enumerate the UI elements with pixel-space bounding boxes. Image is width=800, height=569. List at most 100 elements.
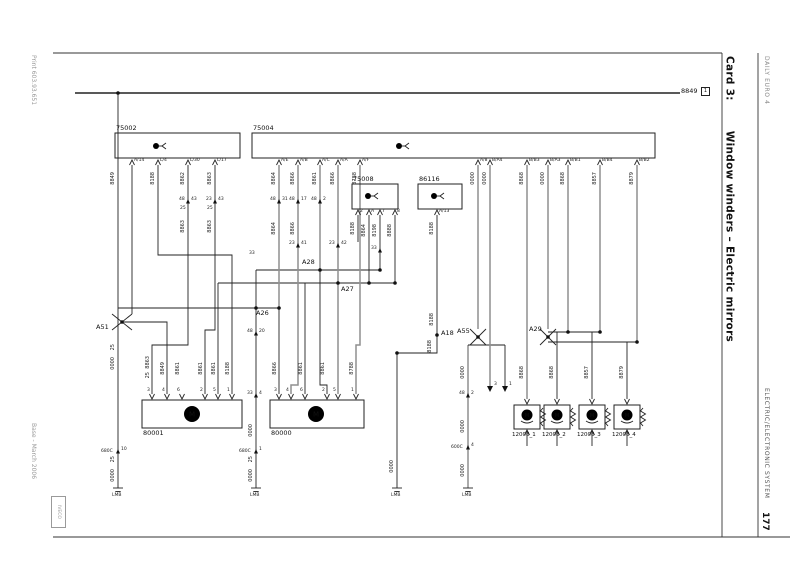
wire-label: 0000 — [482, 172, 488, 185]
wire-label: 0000 — [389, 460, 395, 473]
wire-label: 8188 — [429, 313, 435, 326]
wire-label: 8788 — [349, 362, 355, 375]
splice-marker — [378, 248, 382, 253]
splice-marker — [254, 393, 258, 398]
pin-label: 1 — [509, 382, 512, 387]
pin-chevron-icon — [624, 428, 630, 436]
print-reference: Print 603.93.651 — [30, 55, 37, 106]
splice-marker — [186, 199, 190, 204]
pin-label: B/B2 — [639, 158, 650, 163]
wire-label: 8868 — [549, 366, 555, 379]
component-box-75002 — [114, 132, 241, 159]
wire-label: 8863 — [145, 356, 151, 369]
wire-label: 25 — [248, 456, 254, 463]
pin-label: B/B4 — [602, 158, 613, 163]
pin-label: A/8 — [480, 158, 488, 163]
base-reference: Base - March 2006 — [30, 423, 37, 480]
mirror-motor-icon-letter: M — [555, 413, 559, 419]
pin-label: 3 — [274, 388, 277, 393]
wire-label: 8862 — [180, 172, 186, 185]
wire-label: 8188 — [427, 340, 433, 353]
pin-label: L/4 — [160, 158, 167, 163]
wire-label: 25 — [110, 344, 116, 351]
junction-dot — [395, 351, 399, 355]
component-label: 12006_1 — [512, 432, 536, 438]
card-title-column: Card 3: Window winders – Electric mirror… — [723, 56, 736, 343]
pin-label: A/14 — [134, 158, 145, 163]
pin-label: A/C — [322, 158, 330, 163]
splice-pin-label: 42 — [341, 241, 347, 246]
pin-label: 3 — [147, 388, 150, 393]
component-label: 75004 — [253, 124, 274, 132]
splice-feed-label: 23 — [289, 241, 295, 246]
heater-element-icon — [569, 407, 577, 427]
pin-chevron-icon — [487, 158, 493, 166]
section-name: ELECTRIC/ELECTRONIC SYSTEM — [763, 388, 770, 499]
pin-chevron-icon — [475, 158, 481, 166]
wire-label: 8864 — [271, 172, 277, 185]
pin-label: 1 — [351, 388, 354, 393]
junction-dot — [393, 281, 397, 285]
junction-dot — [116, 91, 120, 95]
wire-label: 8879 — [629, 172, 635, 185]
pin-chevron-icon — [164, 393, 170, 401]
splice-pin-label: 43 — [218, 197, 224, 202]
splice-marker — [466, 445, 470, 450]
wire-label: 0000 — [248, 424, 254, 437]
pin-chevron-icon — [179, 393, 185, 401]
splice-pin-label: 4 — [259, 391, 262, 396]
splice-pin-label: 41 — [301, 241, 307, 246]
component-label: 80000 — [271, 429, 292, 437]
wire-label: 8864 — [271, 222, 277, 235]
splice-feed-label: 48 — [270, 197, 276, 202]
component-box-80001 — [141, 399, 243, 429]
card-title: Window winders – Electric mirrors — [723, 130, 736, 343]
wire — [396, 215, 438, 488]
wire-label: 8888 — [387, 224, 393, 237]
component-label: 80001 — [143, 429, 164, 437]
junction-dot — [635, 340, 639, 344]
wire-label: 0000 — [540, 172, 546, 185]
pin-label: B/B1 — [570, 158, 581, 163]
pin-label: 4 — [286, 388, 289, 393]
pin-chevron-icon — [335, 158, 341, 166]
pin-chevron-icon — [392, 208, 398, 216]
wire-label: 8866 — [330, 172, 336, 185]
junction-dot — [254, 306, 258, 310]
splice-name-label: 600C — [451, 445, 463, 450]
pin-label: LMB — [250, 493, 260, 498]
wire — [355, 165, 361, 394]
node-label: A27 — [341, 285, 354, 293]
wire-label: 25 — [110, 456, 116, 463]
splice-marker — [254, 331, 258, 336]
wire-label: 8864 — [361, 224, 367, 237]
wire — [122, 321, 168, 394]
wire-label: 8868 — [519, 172, 525, 185]
splice-pin-label: 2 — [471, 391, 474, 396]
component-box-75004 — [251, 132, 656, 159]
pin-chevron-icon — [634, 158, 640, 166]
mirror-motor-icon — [621, 409, 633, 421]
pin-label: A/E — [281, 158, 289, 163]
junction-dot — [378, 268, 382, 272]
key-switch-icon — [153, 143, 159, 149]
wire-label: 8861 — [298, 362, 304, 375]
splice-feed-label: 48 — [311, 197, 317, 202]
wire-label: 8198 — [372, 224, 378, 237]
wire-label: 8188 — [350, 222, 356, 235]
splice-marker — [116, 449, 120, 454]
pin-chevron-icon — [377, 208, 383, 216]
wire-label: 8188 — [150, 172, 156, 185]
node-label: A51 — [96, 323, 109, 331]
pin-chevron-icon — [597, 158, 603, 166]
splice-pin-label: 10 — [121, 447, 127, 452]
wire-label: 8866 — [272, 362, 278, 375]
splice-marker — [213, 199, 217, 204]
splice-marker — [277, 199, 281, 204]
pin-chevron-icon — [155, 158, 161, 166]
pin-label: 6 — [177, 388, 180, 393]
pin-label: 25 — [180, 206, 186, 211]
splice-feed-label: 33 — [247, 391, 253, 396]
motor-icon-letter: M — [189, 411, 195, 419]
key-switch-icon — [396, 143, 402, 149]
